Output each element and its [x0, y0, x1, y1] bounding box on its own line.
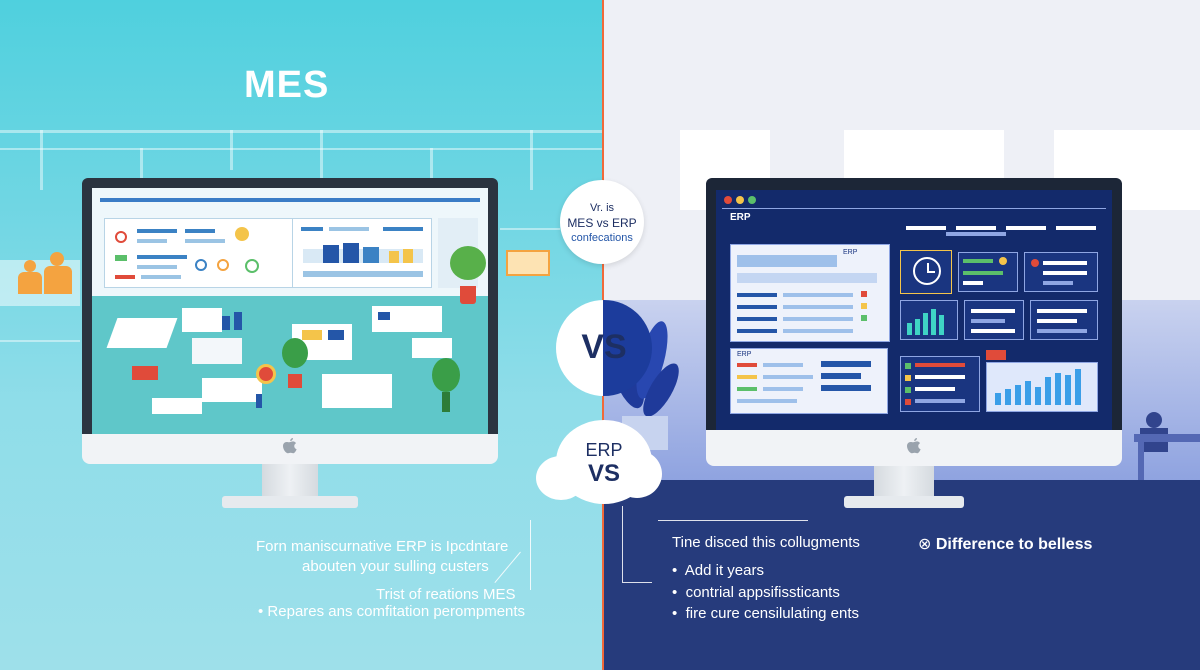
- erp-bullet-text: fire cure censilulating ents: [685, 605, 860, 622]
- erp-logo: ERP: [730, 212, 751, 223]
- plant-icon: [432, 358, 460, 414]
- mes-title: MES: [244, 64, 330, 106]
- leader-line: [530, 520, 531, 590]
- erp-orders-panel: ERP: [730, 244, 890, 342]
- pipe-line: [430, 148, 433, 188]
- pipe-line: [230, 130, 233, 170]
- pipe-line: [500, 228, 560, 230]
- plant-icon: [282, 338, 308, 398]
- mes-monitor-base: [222, 496, 358, 508]
- workbench: [202, 378, 262, 402]
- bin: [234, 312, 242, 330]
- machine-unit: [182, 308, 222, 332]
- erp-bullet-text: Add it years: [684, 562, 764, 579]
- mes-description-line: Trist of reations MES: [376, 586, 516, 603]
- erp-footer-band: [604, 480, 1200, 670]
- mes-status-panel: [104, 218, 294, 288]
- leader-line: [494, 551, 521, 583]
- plant-icon: [450, 246, 486, 306]
- mes-panel: MES: [0, 0, 602, 670]
- pipe-line: [40, 130, 43, 190]
- worker-icon: [256, 394, 262, 408]
- erp-bullet: • fire cure censilulating ents: [672, 605, 860, 622]
- pipe-line: [0, 130, 602, 133]
- legend-swatch: [986, 350, 1006, 360]
- workbench: [192, 338, 242, 364]
- erp-dashboard-screen: ERP ERP ERP: [716, 190, 1112, 430]
- erp-alert-panel: [1024, 252, 1098, 292]
- bubble-line: confecations: [571, 232, 633, 244]
- erp-heading: Tine disced this collugments: [672, 534, 860, 551]
- clock-icon: [913, 257, 941, 285]
- comparison-bubble: Vr. is MES vs ERP confecations: [560, 180, 644, 264]
- cloud-label: VS: [587, 460, 620, 487]
- leader-line: [622, 582, 652, 583]
- mes-description-line: Forn maniscurnative ERP is Ipcdntare: [256, 538, 509, 555]
- erp-bullet: • contrial appsifissticants: [672, 584, 840, 601]
- erp-stats-panel: [964, 300, 1024, 340]
- vs-badge: VS: [556, 300, 652, 396]
- pipe-line: [320, 130, 323, 180]
- bubble-line: Vr. is: [589, 202, 615, 214]
- conveyor-block: [106, 318, 178, 348]
- pipe-line: [0, 148, 602, 150]
- erp-checklist-panel: [900, 356, 980, 412]
- erp-monitor-stand: [874, 466, 934, 498]
- pie-icon: [235, 227, 249, 241]
- erp-inventory-panel: ERP: [730, 348, 888, 414]
- mes-dashboard-screen: [92, 188, 488, 434]
- leader-line: [658, 520, 808, 521]
- mes-description-bullet: • Repares ans comfitation perompments: [258, 603, 526, 620]
- erp-trend-chart: [986, 362, 1098, 412]
- erp-monitor-base: [844, 496, 964, 508]
- robot-arm: [256, 364, 276, 384]
- machine-red: [132, 366, 158, 380]
- apple-logo-icon: [904, 438, 924, 459]
- difference-note: ⊗ Difference to belless: [918, 534, 1092, 554]
- workbench: [322, 374, 392, 408]
- erp-bullet-text: contrial appsifissticants: [685, 584, 840, 601]
- mes-description-line: Repares ans comfitation perompments: [267, 603, 526, 620]
- erp-clock-panel: [900, 250, 952, 294]
- cloud-label: ERP: [585, 440, 623, 460]
- pipe-line: [140, 148, 143, 188]
- window-min-dot: [736, 196, 744, 204]
- erp-metric-panel: [958, 252, 1018, 292]
- document-card: [506, 250, 550, 276]
- apple-logo-icon: [280, 438, 300, 459]
- settings-icon: ⊗: [918, 536, 932, 553]
- vs-label: VS: [556, 328, 652, 367]
- worker-illustration: [18, 252, 74, 296]
- window-max-dot: [748, 196, 756, 204]
- mes-description-line: abouten your sulling custers: [302, 558, 489, 575]
- erp-bar-chart: [900, 300, 958, 340]
- erp-list-panel: [1030, 300, 1098, 340]
- worker-illustration: [1134, 410, 1200, 480]
- workbench: [152, 398, 202, 414]
- alert-icon: [115, 231, 127, 243]
- leader-line: [622, 506, 623, 582]
- bin: [222, 316, 230, 330]
- vs-label-text: VS: [581, 328, 627, 366]
- window-title-bar: [100, 198, 480, 202]
- mes-production-panel: [292, 218, 432, 288]
- machine-unit: [412, 338, 452, 358]
- window-close-dot: [724, 196, 732, 204]
- pipe-line: [0, 340, 80, 342]
- erp-panel-label: ERP: [737, 351, 752, 358]
- erp-bullet: • Add it years: [672, 562, 764, 579]
- difference-note-text: Difference to belless: [935, 536, 1093, 553]
- mes-monitor-stand: [262, 464, 318, 498]
- bubble-line: MES vs ERP: [567, 216, 637, 230]
- erp-panel-label: ERP: [843, 249, 858, 256]
- pipe-line: [530, 130, 533, 190]
